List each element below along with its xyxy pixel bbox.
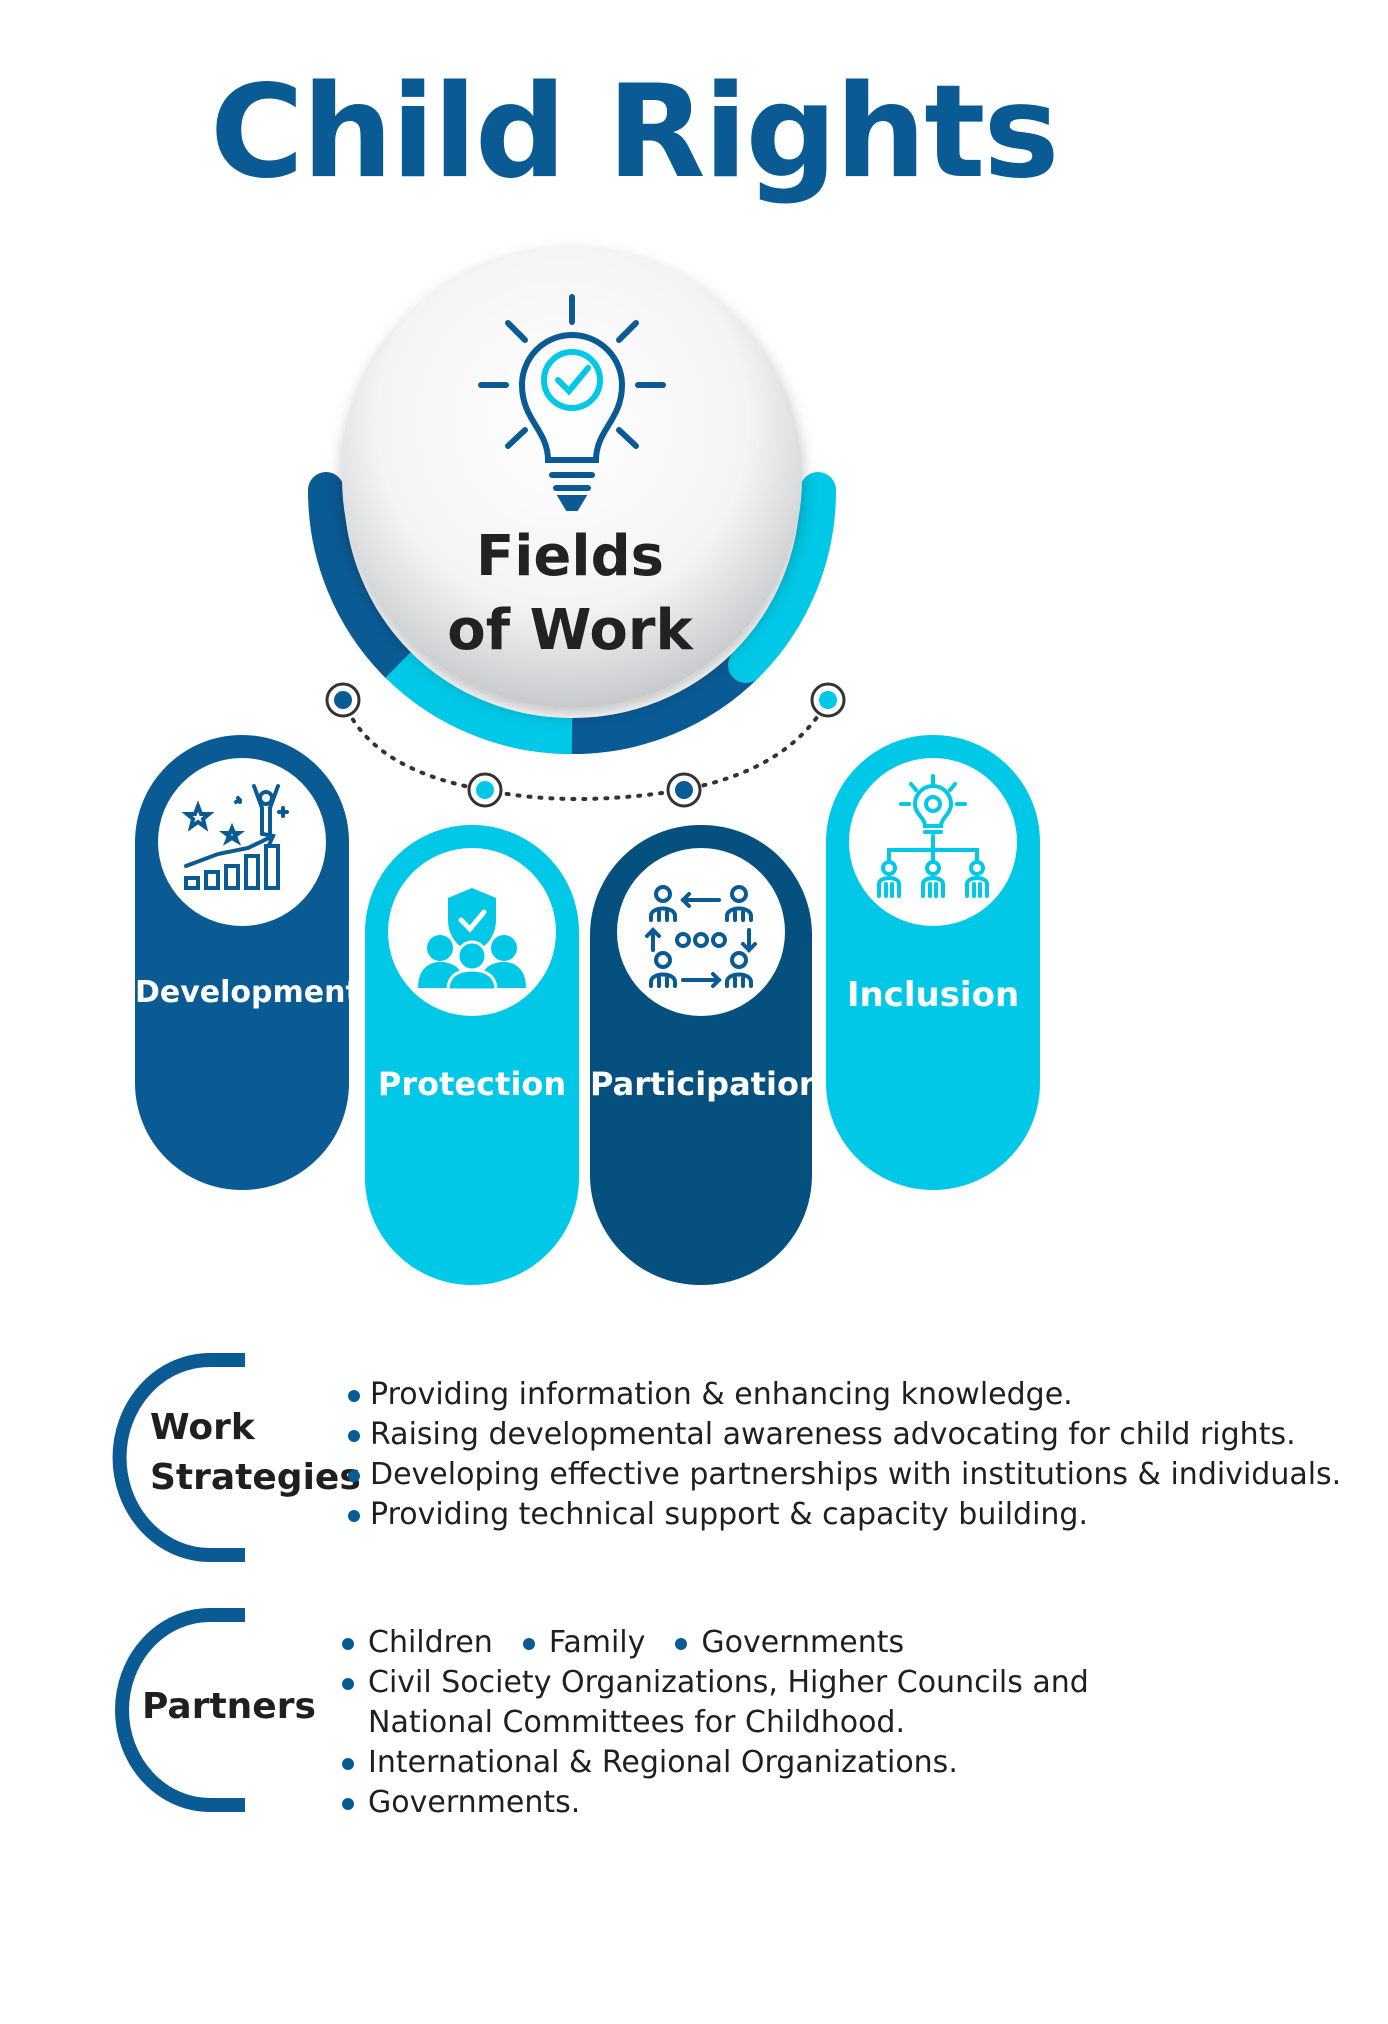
list-item: Developing effective partnerships with i…	[348, 1455, 1341, 1495]
list-item: Raising developmental awareness advocati…	[348, 1415, 1341, 1455]
participation-label: Participation	[590, 1065, 822, 1103]
hub-title-line2: of Work	[447, 598, 693, 663]
page-title: Child Rights	[210, 58, 1060, 207]
partners-bracket	[115, 1608, 245, 1812]
inclusion-icon-circle	[849, 758, 1017, 926]
hub-title-line1: Fields	[475, 524, 665, 589]
development-label: Development	[135, 975, 360, 1010]
list-item-continuation: National Committees for Childhood.	[368, 1705, 905, 1740]
arc-right-dark	[571, 651, 759, 755]
list-item: International & Regional Organizations.	[342, 1743, 958, 1783]
lightbulb-check-icon	[478, 294, 666, 511]
field-development: Development	[135, 735, 360, 1190]
field-inclusion: Inclusion	[826, 735, 1040, 1190]
arc-right-cyan	[728, 472, 837, 683]
list-item: Civil Society Organizations, Higher Coun…	[342, 1663, 1089, 1703]
list-item: Governments	[675, 1623, 904, 1663]
arc-left-cyan	[385, 651, 573, 755]
field-protection: Protection	[365, 825, 579, 1285]
field-participation: Participation	[590, 825, 822, 1285]
connector-node-participation	[666, 772, 702, 808]
work-strategies-title-line2: Strategies	[150, 1457, 361, 1498]
list-item: Children	[342, 1623, 493, 1663]
work-strategies-title: Work Strategies	[150, 1403, 361, 1503]
people-exchange-icon	[645, 885, 757, 988]
growth-chart-person-icon	[181, 784, 289, 890]
list-item: Family	[522, 1623, 645, 1663]
connector-node-inclusion	[810, 682, 846, 718]
connector-node-development	[325, 682, 361, 718]
development-icon-circle	[158, 758, 326, 926]
partners-row-1: Children Family Governments	[342, 1623, 1119, 1663]
partners-title: Partners	[142, 1686, 316, 1727]
protection-icon-circle	[388, 848, 556, 1016]
shield-people-icon	[418, 888, 526, 992]
idea-network-icon	[877, 774, 989, 898]
partners-row-3: International & Regional Organizations.	[342, 1743, 1119, 1783]
work-strategies-list: Providing information & enhancing knowle…	[348, 1375, 1341, 1535]
work-strategies-bracket	[112, 1353, 245, 1562]
partners-row-2: Civil Society Organizations, Higher Coun…	[342, 1663, 1119, 1703]
participation-icon-circle	[617, 848, 785, 1016]
inclusion-label: Inclusion	[846, 975, 1020, 1015]
protection-label: Protection	[377, 1065, 567, 1103]
arc-left-dark	[307, 472, 416, 683]
partners-row-4: Governments.	[342, 1783, 1119, 1823]
list-item: Providing technical support & capacity b…	[348, 1495, 1341, 1535]
hub-title: Fields of Work	[430, 520, 710, 668]
dotted-connector	[341, 698, 830, 801]
connector-node-protection	[467, 772, 503, 808]
list-item: Governments.	[342, 1783, 580, 1823]
partners-list: Children Family Governments Civil Societ…	[342, 1623, 1119, 1823]
list-item: Providing information & enhancing knowle…	[348, 1375, 1341, 1415]
work-strategies-title-line1: Work	[150, 1407, 255, 1448]
